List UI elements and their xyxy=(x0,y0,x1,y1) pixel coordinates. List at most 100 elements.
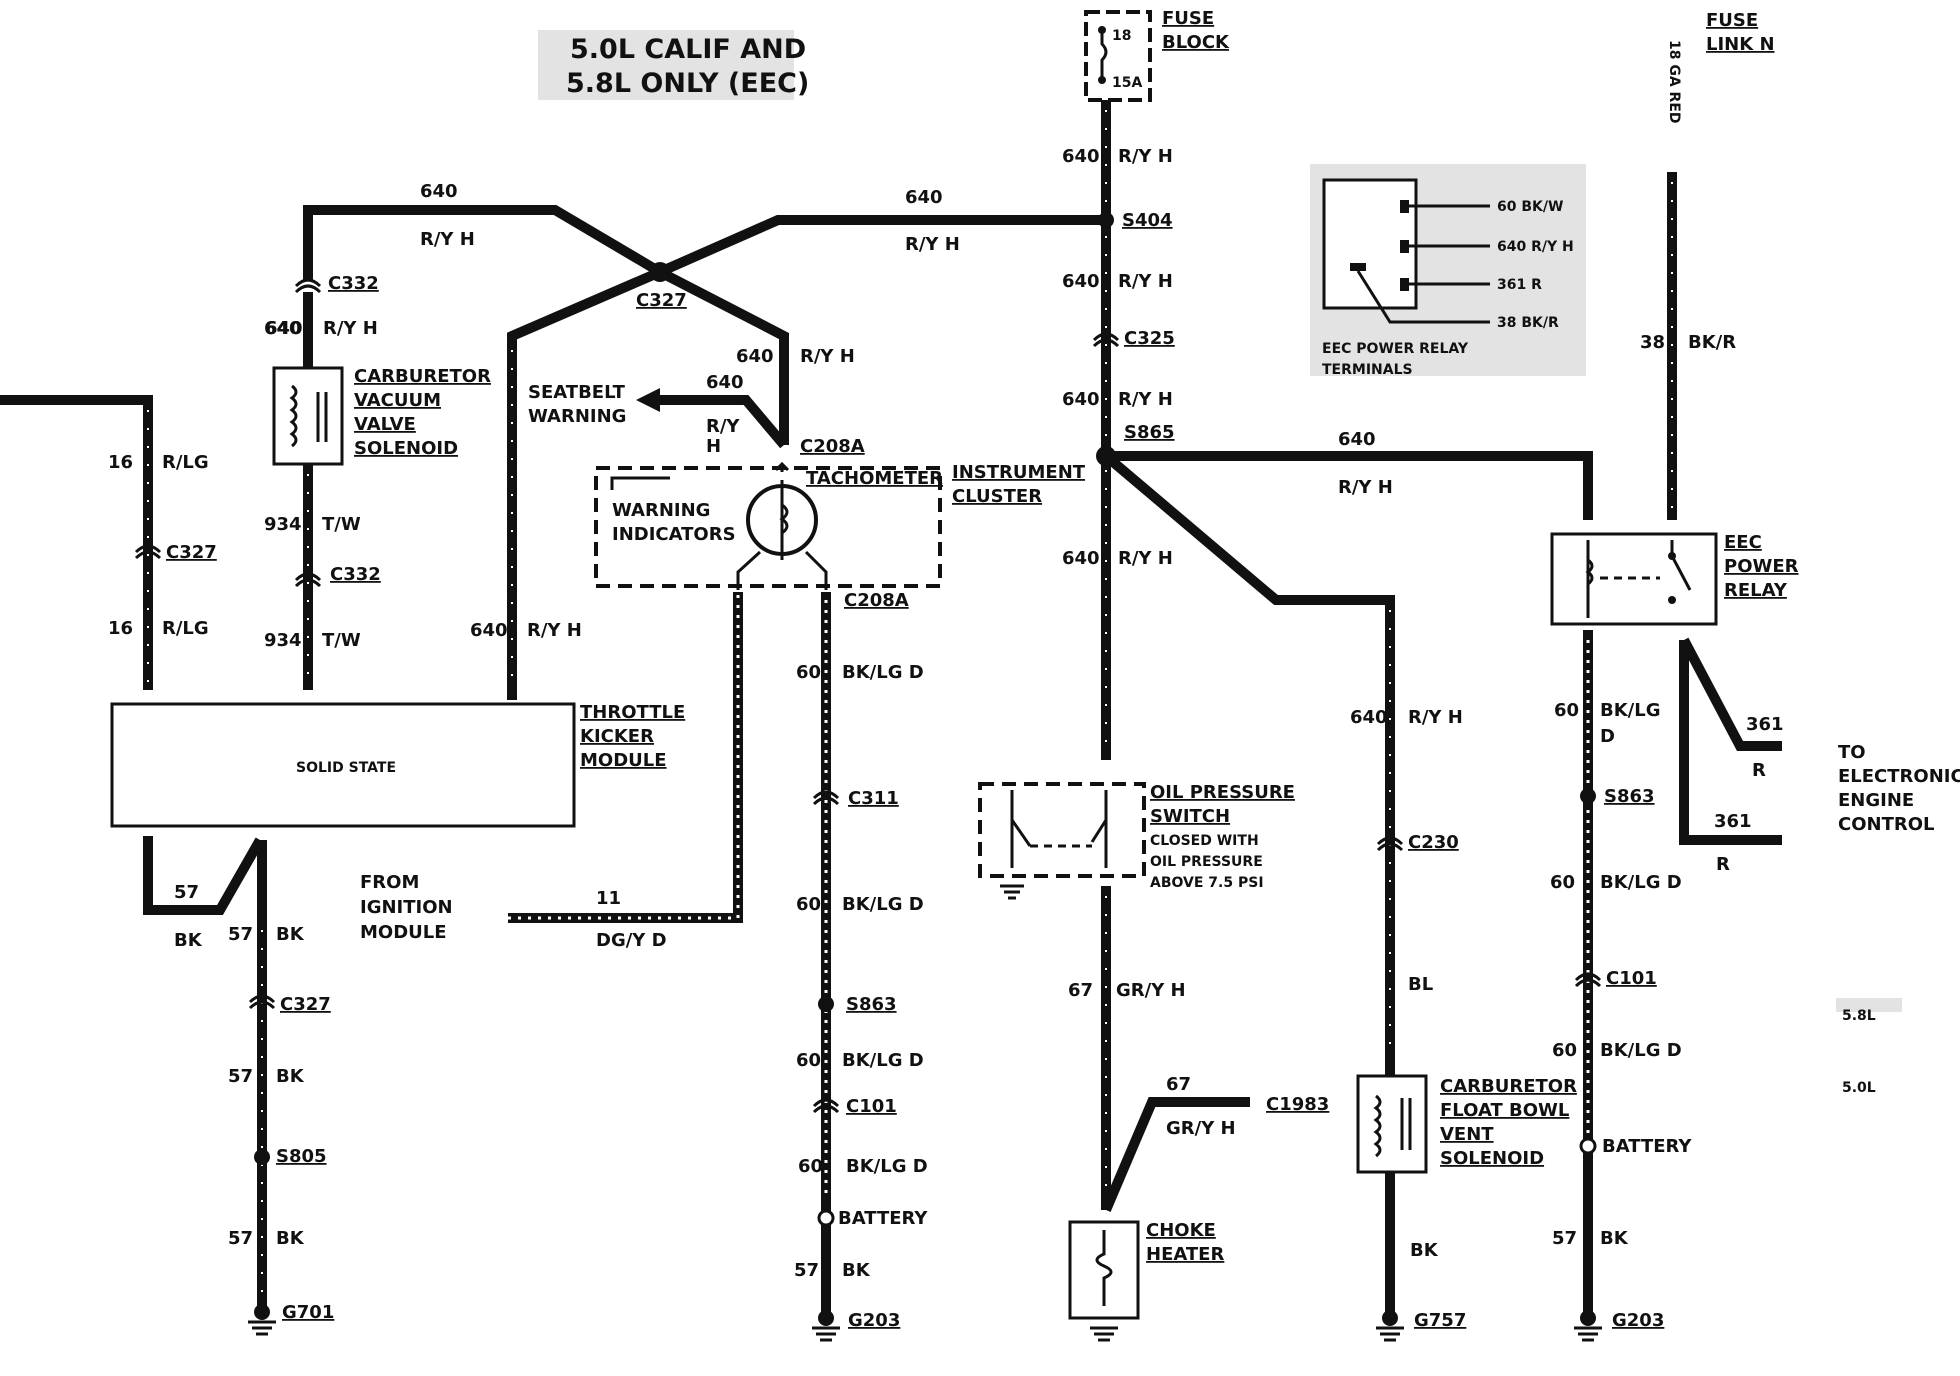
wire-color: BK/LG D xyxy=(846,1156,928,1177)
wire-color: BK/LG D xyxy=(1600,1040,1682,1061)
connector-c327: C327 xyxy=(636,290,687,311)
ignition-label-3: MODULE xyxy=(360,922,447,943)
circuit-60-cluster: 60 BK/LG D C311 60 BK/LG D S863 60 BK/LG… xyxy=(794,592,928,1342)
connector-c325: C325 xyxy=(1124,328,1175,349)
relay-pin-1: 60 BK/W xyxy=(1497,199,1563,215)
wire-color: R/Y H xyxy=(1118,548,1173,569)
oil-pressure-label-3: CLOSED WITH xyxy=(1150,833,1259,849)
wire-number: 361 xyxy=(1746,714,1784,735)
connector-s404: S404 xyxy=(1122,210,1173,231)
wire-number: 11 xyxy=(596,888,621,909)
wire-number: 60 xyxy=(796,1050,821,1071)
fuse-link-n: FUSE LINK N 18 GA RED xyxy=(1666,10,1775,124)
eec-control-label-2: ELECTRONIC xyxy=(1838,766,1960,787)
wire-number: 60 xyxy=(798,1156,823,1177)
warning-indicators-label-1: WARNING xyxy=(612,500,710,521)
oil-pressure-label-4: OIL PRESSURE xyxy=(1150,854,1263,870)
title-line-2: 5.8L ONLY (EEC) xyxy=(566,68,809,99)
wire-color: BK xyxy=(1410,1240,1439,1261)
wire-color: R xyxy=(1716,854,1730,875)
eec-relay-label-2: POWER xyxy=(1724,556,1799,577)
connector-c101: C101 xyxy=(846,1096,897,1117)
carb-vacuum-solenoid: C332 640 CARBURETOR VACUUM VALVE SOLENOI… xyxy=(264,273,491,690)
connector-c327: C327 xyxy=(166,542,217,563)
engine-58-label: 5.8L xyxy=(1842,1008,1876,1024)
wire-color: R xyxy=(1752,760,1766,781)
engine-notes: 5.8L 5.0L xyxy=(1836,998,1902,1096)
wire-color: T/W xyxy=(322,630,361,651)
battery-label: BATTERY xyxy=(838,1208,928,1229)
oil-pressure-switch: OIL PRESSURE SWITCH CLOSED WITH OIL PRES… xyxy=(978,782,1295,900)
wire-number: 640 xyxy=(706,372,744,393)
connector-c327: C327 xyxy=(280,994,331,1015)
carb-vac-label-2: VACUUM xyxy=(354,390,441,411)
eec-control-label-4: CONTROL xyxy=(1838,814,1935,835)
connector-c101: C101 xyxy=(1606,968,1657,989)
connector-c1983: C1983 xyxy=(1266,1094,1329,1115)
carb-vac-label-1: CARBURETOR xyxy=(354,366,491,387)
relay-pin-3: 361 R xyxy=(1497,277,1542,293)
float-bowl-label-2: FLOAT BOWL xyxy=(1440,1100,1569,1121)
wire-color: BL xyxy=(1408,974,1433,995)
wire-color: R/Y H xyxy=(1118,271,1173,292)
carb-vac-label-3: VALVE xyxy=(354,414,416,435)
wire-color: R/LG xyxy=(162,452,209,473)
choke-heater-label-1: CHOKE xyxy=(1146,1220,1216,1241)
wire-color: R/Y H xyxy=(1338,477,1393,498)
wire-number: 640 xyxy=(1062,389,1100,410)
wire-number: 60 xyxy=(1554,700,1579,721)
throttle-kicker-label-3: MODULE xyxy=(580,750,667,771)
wire-number: 640 xyxy=(1338,429,1376,450)
fuse-circuit-number: 18 xyxy=(1112,28,1131,44)
wire-number: 57 xyxy=(174,882,199,903)
wire-color: BK/LG D xyxy=(842,894,924,915)
wire-number: 60 xyxy=(1550,872,1575,893)
oil-pressure-label-2: SWITCH xyxy=(1150,806,1230,827)
ignition-label-1: FROM xyxy=(360,872,419,893)
circuit-16: 16 R/LG C327 16 R/LG xyxy=(0,395,217,690)
solid-state-label: SOLID STATE xyxy=(296,760,396,776)
wire-number: 57 xyxy=(228,1066,253,1087)
connector-c311: C311 xyxy=(848,788,899,809)
wire-number: 16 xyxy=(108,618,133,639)
ground-g203: G203 xyxy=(1612,1310,1664,1331)
connector-c332: C332 xyxy=(328,273,379,294)
ground-g203: G203 xyxy=(848,1310,900,1331)
wire-number: 67 xyxy=(1068,980,1093,1001)
choke-heater: CHOKE HEATER xyxy=(1068,1220,1224,1342)
eec-relay-label-3: RELAY xyxy=(1724,580,1788,601)
wire-number: 640 xyxy=(1062,548,1100,569)
carb-vac-label-4: SOLENOID xyxy=(354,438,458,459)
instrument-cluster-label-2: CLUSTER xyxy=(952,486,1042,507)
wire-color: R/Y H xyxy=(1408,707,1463,728)
connector-c208a: C208A xyxy=(844,590,909,611)
wire-color: BK xyxy=(842,1260,871,1281)
engine-50-label: 5.0L xyxy=(1842,1080,1876,1096)
wire-number: 60 xyxy=(796,894,821,915)
wire-number: 934 xyxy=(264,514,302,535)
wire-color: DG/Y D xyxy=(596,930,667,951)
wire-color: BK/LG D xyxy=(842,1050,924,1071)
tachometer-label: TACHOMETER xyxy=(806,468,943,489)
wire-number: 57 xyxy=(1552,1228,1577,1249)
fuse-block-label-1: FUSE xyxy=(1162,8,1214,29)
fuse-link-label-1: FUSE xyxy=(1706,10,1758,31)
choke-heater-label-2: HEATER xyxy=(1146,1244,1224,1265)
instrument-cluster: TACHOMETER WARNING INDICATORS INSTRUMENT… xyxy=(594,436,1086,611)
wire-color: R/Y xyxy=(706,416,740,437)
seatbelt-label-1: SEATBELT xyxy=(528,382,626,403)
wire-color: BK xyxy=(1600,1228,1629,1249)
circuit-60-relay: 60 BK/LG D S863 60 BK/LG D C101 60 BK/LG… xyxy=(1550,630,1692,1342)
connector-s863: S863 xyxy=(1604,786,1655,807)
wire-color: T/W xyxy=(322,514,361,535)
connector-c332: C332 xyxy=(330,564,381,585)
relay-terminals-caption-2: TERMINALS xyxy=(1322,362,1413,378)
wire-number: 57 xyxy=(228,924,253,945)
relay-pin-4: 38 BK/R xyxy=(1497,315,1559,331)
wire-color: BK xyxy=(276,1228,305,1249)
warning-indicators-label-2: INDICATORS xyxy=(612,524,736,545)
seatbelt-branch: SEATBELT WARNING 640 R/Y H xyxy=(528,372,788,457)
float-bowl-branch: C230 BL CARBURETOR FLOAT BOWL VENT SOLEN… xyxy=(1356,832,1577,1342)
throttle-kicker-label-2: KICKER xyxy=(580,726,654,747)
